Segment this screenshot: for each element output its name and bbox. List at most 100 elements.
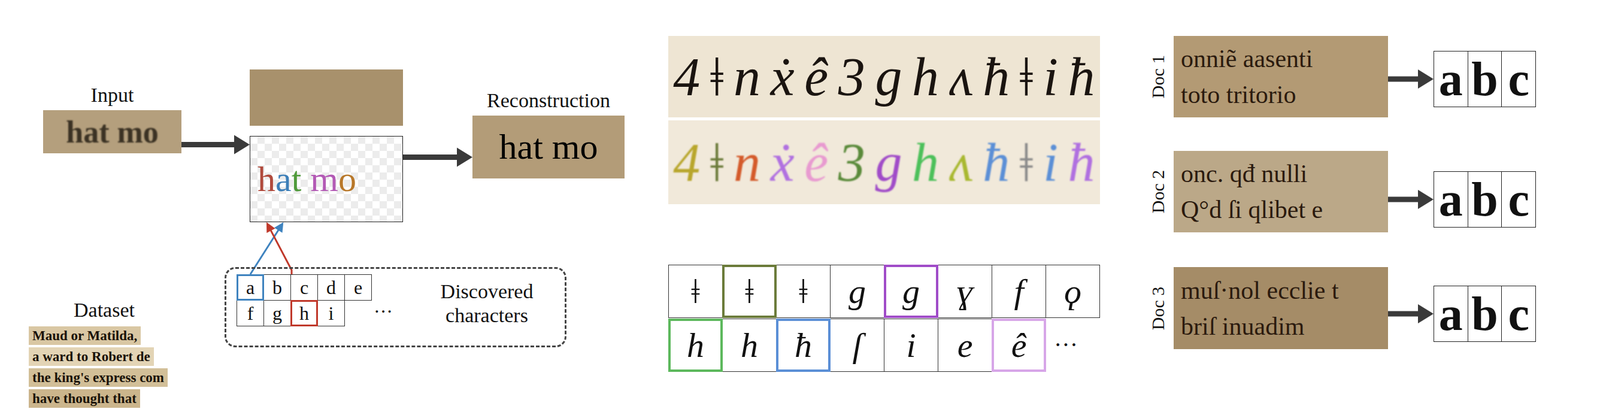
- connector: [181, 135, 250, 155]
- doc-label: Doc 3: [1147, 286, 1169, 330]
- arrow-head: [456, 147, 473, 168]
- prototype-cell: c: [1501, 286, 1536, 342]
- sprite-layer-text: hat mo: [250, 136, 403, 222]
- prototype-glyph: g: [883, 264, 939, 318]
- panel-heading: Dataset: [73, 298, 135, 322]
- glyph-char: ẋ: [770, 46, 795, 108]
- connector-line: [1388, 76, 1423, 83]
- glyph-char: ǂ: [1019, 131, 1033, 194]
- character-letter: d: [317, 274, 345, 300]
- glyph-char: h: [911, 46, 939, 108]
- character-letter: e: [344, 274, 372, 300]
- arrow-head: [266, 222, 276, 233]
- glyph-char: 3: [838, 46, 866, 108]
- cell-box: d: [317, 274, 345, 301]
- prototype-glyph: ǂ: [722, 264, 777, 318]
- cell-box: c: [290, 274, 318, 301]
- prototype-glyph: f: [991, 264, 1047, 318]
- prototype-cell: b: [1467, 51, 1502, 107]
- background-layer: [249, 69, 403, 126]
- connector-line: [1388, 311, 1423, 317]
- prototype-cell: a: [1434, 171, 1468, 227]
- glyph-char: ê: [804, 46, 829, 108]
- glyph-char: g: [874, 46, 902, 108]
- glyph-char: ǂ: [710, 46, 724, 108]
- glyph-char: ẋ: [770, 131, 795, 194]
- glyph-char: m: [310, 158, 339, 200]
- prototype-glyph: g: [829, 264, 885, 318]
- prototype-glyph: i: [883, 318, 939, 372]
- glyph-char: ħ: [982, 46, 1010, 108]
- cell-box: b: [263, 274, 292, 301]
- doc-box: Doc 2onc. qđ nulliQ°d ſi qlibet e: [1173, 150, 1389, 233]
- glyph-char: ʌ: [949, 131, 974, 194]
- connector-line: [181, 141, 239, 148]
- doc-label: Doc 2: [1147, 170, 1169, 214]
- layer-box: hat mo: [249, 135, 403, 223]
- doc-label: Doc 1: [1147, 55, 1169, 99]
- proto-box: abc: [1433, 50, 1536, 108]
- cell-box: i: [317, 300, 345, 327]
- doc-box: Doc 1onniẽ aasentitoto tritorio: [1173, 35, 1389, 118]
- proto-box: abc: [1433, 285, 1536, 342]
- img-box: Reconstructionhat mo: [472, 115, 625, 179]
- dataset-box: DatasetMaud or Matilda,a ward to Robert …: [28, 326, 180, 408]
- manuscript-line: onniẽ aasenti: [1180, 40, 1381, 77]
- glyph-char: h: [911, 131, 939, 194]
- panel-heading: Reconstruction: [486, 89, 611, 112]
- arrow-head: [234, 135, 250, 155]
- glyph-char: ħ: [1068, 46, 1096, 108]
- glyph-char: ǂ: [710, 131, 724, 194]
- cell-box: g: [263, 300, 292, 327]
- prototype-glyph: h: [668, 318, 723, 372]
- character-letter: i: [317, 300, 345, 326]
- character-letter: f: [237, 300, 264, 326]
- colored-reconstruction: 4ǂnẋê3ghʌħǂiħ: [668, 120, 1100, 205]
- dashed-box: Discovered characters abcde fghi: [224, 267, 567, 348]
- cell-box: a: [236, 274, 265, 301]
- glyph-char: n: [733, 46, 761, 108]
- dataset-line: the king's express com: [28, 368, 168, 387]
- prototype-glyph: ɣ: [937, 264, 993, 318]
- manuscript-line: onc. qđ nulli: [1180, 155, 1381, 192]
- manuscript-line: briſ inuadim: [1180, 308, 1381, 345]
- doc-box: Doc 3muſ·nol ecclie tbriſ inuadim: [1173, 267, 1389, 350]
- glyph-char: ħ: [1068, 131, 1096, 194]
- prototype-glyph: ê: [991, 318, 1047, 372]
- ellipsis: ···: [1053, 318, 1078, 372]
- glyph-char: ʌ: [949, 46, 974, 108]
- dataset-line: Maud or Matilda,: [28, 326, 141, 345]
- doc-label-holder: Doc 1: [1144, 35, 1172, 118]
- doc-label-holder: Doc 3: [1144, 267, 1172, 350]
- character-letter: b: [264, 274, 291, 300]
- glyph-char: n: [733, 131, 761, 194]
- prototype-cell: a: [1434, 51, 1468, 107]
- dataset-line: a ward to Robert de: [28, 347, 154, 366]
- glyph-char: [301, 158, 311, 200]
- prototype-glyph: h: [722, 318, 777, 372]
- prototype-cell: b: [1467, 286, 1502, 342]
- glyph-char: 4: [673, 46, 700, 108]
- doc-label-holder: Doc 2: [1144, 150, 1172, 233]
- glyph-char: 3: [838, 131, 866, 194]
- arrow-head: [1417, 69, 1434, 89]
- connector: [250, 222, 284, 275]
- glyph-char: g: [874, 131, 902, 194]
- prototype-cell: a: [1434, 286, 1468, 342]
- glyph-char: a: [275, 158, 292, 200]
- arrow-head: [1417, 189, 1434, 209]
- cell-box: h: [290, 300, 318, 327]
- panel-heading: Input: [91, 83, 135, 107]
- glyph-char: 4: [673, 131, 700, 194]
- word-image-text: hat mo: [472, 115, 625, 179]
- manuscript-line: muſ·nol ecclie t: [1180, 272, 1381, 309]
- glyph-char: o: [338, 158, 357, 200]
- connector-line: [1388, 197, 1423, 203]
- group-label: Discovered characters: [417, 273, 556, 334]
- arrow-head: [274, 222, 284, 233]
- connector: [402, 147, 473, 168]
- connector: [1388, 304, 1434, 324]
- manuscript-glyphs: 4ǂnẋê3ghʌħǂiħ: [668, 35, 1100, 118]
- character-letter: c: [291, 274, 318, 300]
- cell-box: e: [344, 274, 372, 301]
